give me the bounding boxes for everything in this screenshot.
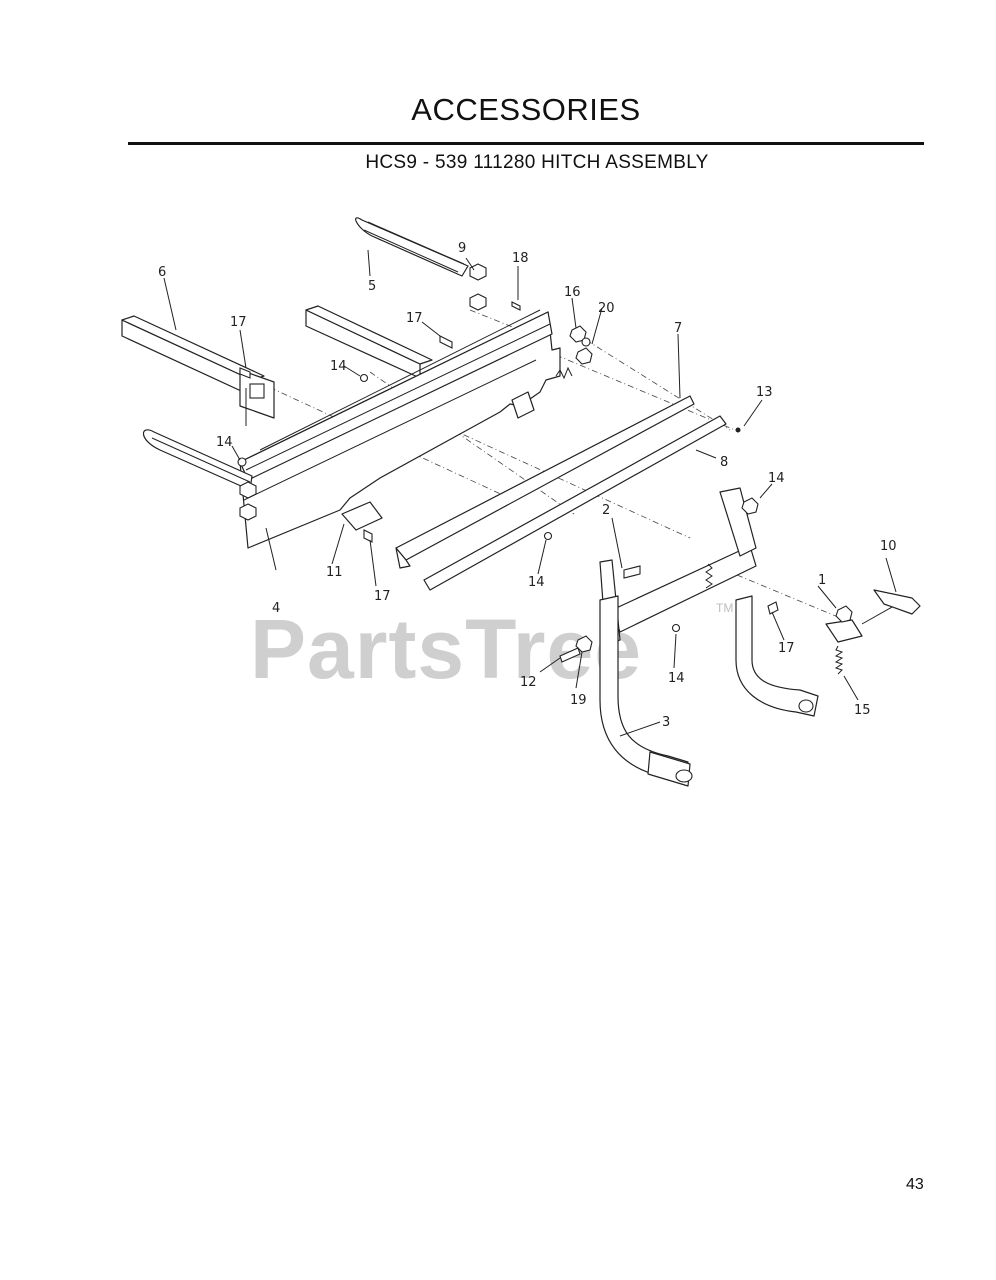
diagram-subtitle: HCS9 - 539 111280 HITCH ASSEMBLY	[365, 152, 709, 173]
callout-17-b: 17	[406, 311, 423, 326]
page-title: ACCESSORIES	[411, 92, 641, 127]
callout-3: 3	[662, 715, 670, 730]
callout-8: 8	[720, 455, 728, 470]
callout-16: 16	[564, 285, 581, 300]
flat-bar	[423, 415, 727, 591]
u-bar-front	[142, 429, 253, 491]
callout-13: 13	[756, 385, 773, 400]
callout-1: 1	[818, 573, 826, 588]
angle-bar	[395, 395, 695, 569]
callout-19: 19	[570, 693, 587, 708]
hardware-fasteners	[237, 263, 853, 663]
leader-lines	[163, 249, 897, 737]
spring-upper	[555, 366, 573, 380]
callout-11: 11	[326, 565, 343, 580]
clevis-pin	[825, 589, 921, 643]
callout-2: 2	[602, 503, 610, 518]
callout-10: 10	[880, 539, 897, 554]
callout-14-b: 14	[330, 359, 347, 374]
callout-9: 9	[458, 241, 466, 256]
callout-14-e: 14	[668, 671, 685, 686]
u-bar-rear	[355, 217, 469, 277]
callout-6: 6	[158, 265, 166, 280]
callout-15: 15	[854, 703, 871, 718]
callout-5: 5	[368, 279, 376, 294]
title-rule	[128, 142, 924, 145]
callout-labels: 1 2 3 4 5 6 7 8 9 10 11 12 13 14 14 14 1…	[158, 241, 897, 730]
bracket-plate	[341, 501, 383, 531]
watermark-tm: TM	[716, 601, 733, 615]
callout-17-c: 17	[374, 589, 391, 604]
callout-14-a: 14	[216, 435, 233, 450]
callout-17-a: 17	[230, 315, 247, 330]
callout-12: 12	[520, 675, 537, 690]
left-square-tube	[121, 315, 275, 426]
callout-14-d: 14	[768, 471, 785, 486]
callout-7: 7	[674, 321, 682, 336]
callout-17-d: 17	[778, 641, 795, 656]
callout-18: 18	[512, 251, 529, 266]
spring-hitch	[705, 563, 713, 589]
spring-15	[834, 645, 844, 675]
callout-14-c: 14	[528, 575, 545, 590]
callout-20: 20	[598, 301, 615, 316]
page-number: 43	[906, 1176, 924, 1193]
bracket-upper	[511, 391, 535, 419]
callout-4: 4	[272, 601, 280, 616]
